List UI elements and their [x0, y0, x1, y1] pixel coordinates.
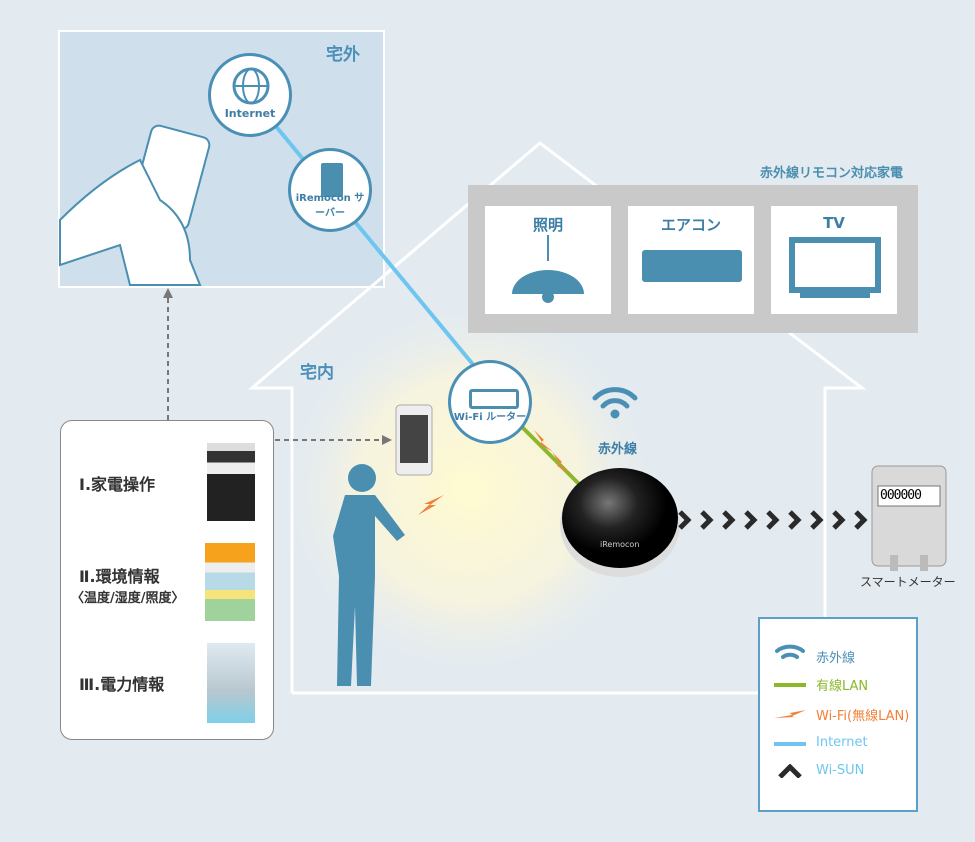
house-outline — [247, 141, 867, 693]
lightning-icon — [774, 710, 806, 718]
infrared-label: 赤外線 — [598, 442, 638, 457]
app-screenshot-remote — [207, 443, 255, 521]
legend: 赤外線 有線LAN Wi-Fi(無線LAN) Internet Wi-SUN — [758, 617, 918, 812]
arrow-up-icon — [163, 288, 173, 298]
legend-infrared: 赤外線 — [816, 651, 856, 666]
feature-power: Ⅲ.電力情報 — [79, 675, 165, 694]
app-screenshot-environment — [205, 543, 255, 621]
feature-environment-sub: 〈温度/湿度/照度〉 — [71, 591, 185, 606]
appliance-aircon: エアコン — [628, 206, 754, 314]
internet-node: Internet — [208, 53, 292, 137]
legend-wired-lan: 有線LAN — [816, 679, 869, 694]
router-icon — [469, 389, 519, 409]
arrow-right-icon — [382, 435, 392, 445]
aircon-icon — [642, 250, 742, 282]
appliance-light: 照明 — [485, 206, 611, 314]
feature-appliance-control: Ⅰ.家電操作 — [79, 475, 156, 494]
wired-lan-swatch — [774, 683, 806, 687]
wifi-lightning-icon — [418, 430, 571, 515]
internet-line — [248, 93, 492, 387]
appliances-title: 赤外線リモコン対応家電 — [760, 166, 904, 181]
server-icon — [321, 163, 343, 197]
inside-label: 宅内 — [300, 363, 334, 383]
light-icon — [512, 235, 584, 303]
app-screenshot-power — [207, 643, 255, 723]
glow — [280, 300, 660, 680]
hand-phone-illustration — [59, 124, 211, 286]
appliance-tv: TV — [771, 206, 897, 314]
server-node: iRemocon サーバー — [288, 148, 372, 232]
router-label: Wi-Fi ルーター — [453, 412, 527, 423]
wi-sun-chevrons — [678, 510, 868, 530]
router-node: Wi-Fi ルーター — [448, 360, 532, 444]
outside-label: 宅外 — [326, 45, 360, 65]
legend-internet: Internet — [816, 735, 868, 750]
chevron-up-icon — [778, 764, 802, 778]
legend-wi-sun: Wi-SUN — [816, 763, 865, 778]
device-brand: iRemocon — [600, 540, 640, 549]
internet-swatch — [774, 742, 806, 746]
tv-icon — [789, 237, 881, 298]
infrared-icon — [775, 644, 805, 659]
feature-environment: Ⅱ.環境情報 — [79, 567, 160, 586]
infrared-icon — [592, 387, 638, 419]
smart-meter-icon — [871, 465, 947, 571]
globe-icon — [232, 67, 270, 105]
meter-label: スマートメーター — [860, 575, 956, 589]
server-label: iRemocon サーバー — [295, 193, 365, 219]
person-silhouette — [333, 464, 405, 686]
features-panel: Ⅰ.家電操作 Ⅱ.環境情報 〈温度/湿度/照度〉 Ⅲ.電力情報 — [60, 420, 274, 740]
meter-reading: 000000 — [880, 488, 922, 503]
legend-wifi: Wi-Fi(無線LAN) — [816, 709, 910, 724]
internet-label: Internet — [224, 107, 276, 120]
